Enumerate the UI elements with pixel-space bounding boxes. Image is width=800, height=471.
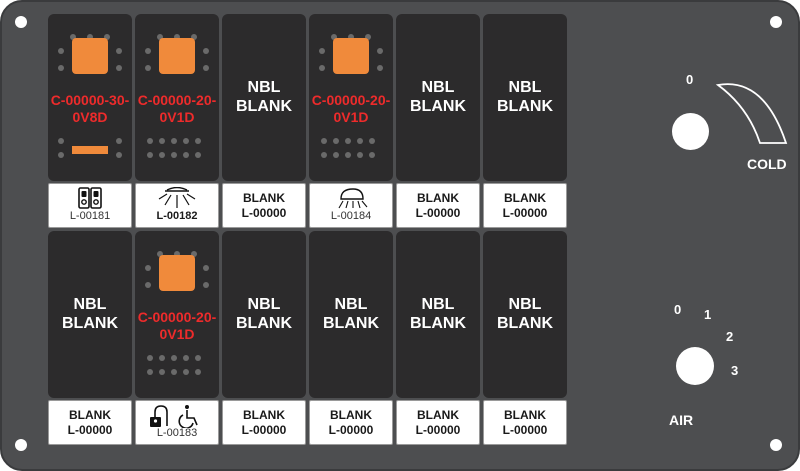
- ceiling-light-icon: [136, 186, 218, 209]
- switch-part-number: C-00000-20- 0V1D: [137, 309, 217, 342]
- rocker-switch-6[interactable]: NBL BLANK: [483, 14, 567, 181]
- switch-blank-text: NBL BLANK: [497, 79, 553, 115]
- mounting-hole: [770, 439, 782, 451]
- temperature-knob-label: COLD: [747, 156, 787, 172]
- air-position-0: 0: [674, 302, 682, 317]
- wheelchair-icon: [178, 405, 198, 429]
- rocker-switch-2[interactable]: C-00000-20- 0V1D: [135, 14, 219, 181]
- switch-label-3: BLANK L-00000: [222, 183, 306, 228]
- mounting-hole: [15, 439, 27, 451]
- switch-label-8: L-00183: [135, 400, 219, 445]
- label-line: BLANK: [504, 408, 546, 422]
- switch-blank-text: NBL BLANK: [236, 79, 292, 115]
- air-position-3: 3: [731, 363, 739, 378]
- switch-label-5: BLANK L-00000: [396, 183, 480, 228]
- switch-part-number: C-00000-20- 0V1D: [137, 92, 217, 125]
- rocker-switch-3[interactable]: NBL BLANK: [222, 14, 306, 181]
- switch-blank-text: NBL BLANK: [410, 296, 466, 332]
- rocker-switch-8[interactable]: C-00000-20- 0V1D: [135, 231, 219, 398]
- label-line: BLANK: [417, 408, 459, 422]
- switch-label-9: BLANK L-00000: [222, 400, 306, 445]
- switch-label-4: L-00184: [309, 183, 393, 228]
- indicator-light: [159, 255, 195, 291]
- lock-icon: [150, 405, 198, 429]
- switch-blank-text: NBL BLANK: [236, 296, 292, 332]
- label-code: L-00182: [156, 210, 198, 222]
- mounting-hole: [770, 16, 782, 28]
- rocker-switch-9[interactable]: NBL BLANK: [222, 231, 306, 398]
- label-line: BLANK: [243, 408, 285, 422]
- label-code: L-00000: [328, 423, 374, 437]
- switch-blank-text: NBL BLANK: [497, 296, 553, 332]
- switch-blank-text: NBL BLANK: [323, 296, 379, 332]
- indicator-bar: [72, 146, 108, 154]
- switch-label-7: BLANK L-00000: [48, 400, 132, 445]
- rocker-switch-10[interactable]: NBL BLANK: [309, 231, 393, 398]
- label-line: BLANK: [330, 408, 372, 422]
- reading-light-icon: [310, 187, 392, 209]
- rocker-switch-7[interactable]: NBL BLANK: [48, 231, 132, 398]
- label-code: L-00000: [415, 206, 461, 220]
- switch-part-number: C-00000-20- 0V1D: [311, 92, 391, 125]
- label-code: L-00183: [156, 427, 198, 439]
- label-code: L-00000: [415, 423, 461, 437]
- mounting-hole: [15, 16, 27, 28]
- label-line: BLANK: [243, 191, 285, 205]
- label-code: L-00000: [241, 206, 287, 220]
- rocker-switch-1[interactable]: C-00000-30- 0V8D: [48, 14, 132, 181]
- label-line: BLANK: [417, 191, 459, 205]
- switch-blank-text: NBL BLANK: [410, 79, 466, 115]
- temperature-scale-icon: [715, 83, 788, 144]
- label-icons: [136, 404, 218, 429]
- seat-icon: [49, 187, 131, 209]
- label-code: L-00000: [502, 206, 548, 220]
- rocker-switch-4[interactable]: C-00000-20- 0V1D: [309, 14, 393, 181]
- label-line: BLANK: [69, 408, 111, 422]
- air-knob-label: AIR: [669, 412, 694, 428]
- switch-label-1: L-00181: [48, 183, 132, 228]
- label-code: L-00181: [69, 210, 111, 222]
- switch-label-6: BLANK L-00000: [483, 183, 567, 228]
- label-code: L-00184: [330, 210, 372, 222]
- switch-label-11: BLANK L-00000: [396, 400, 480, 445]
- switch-label-10: BLANK L-00000: [309, 400, 393, 445]
- switch-part-number: C-00000-30- 0V8D: [50, 92, 130, 125]
- air-position-2: 2: [726, 329, 734, 344]
- air-knob[interactable]: [676, 347, 714, 385]
- label-code: L-00000: [67, 423, 113, 437]
- temperature-knob[interactable]: [672, 113, 709, 150]
- indicator-light: [333, 38, 369, 74]
- switch-label-2: L-00182: [135, 183, 219, 228]
- air-position-1: 1: [704, 307, 712, 322]
- temp-zero-mark: 0: [686, 72, 694, 87]
- indicator-light: [72, 38, 108, 74]
- rocker-switch-5[interactable]: NBL BLANK: [396, 14, 480, 181]
- switch-label-12: BLANK L-00000: [483, 400, 567, 445]
- rocker-switch-12[interactable]: NBL BLANK: [483, 231, 567, 398]
- indicator-light: [159, 38, 195, 74]
- label-code: L-00000: [241, 423, 287, 437]
- label-code: L-00000: [502, 423, 548, 437]
- switch-blank-text: NBL BLANK: [62, 296, 118, 332]
- rocker-switch-11[interactable]: NBL BLANK: [396, 231, 480, 398]
- label-line: BLANK: [504, 191, 546, 205]
